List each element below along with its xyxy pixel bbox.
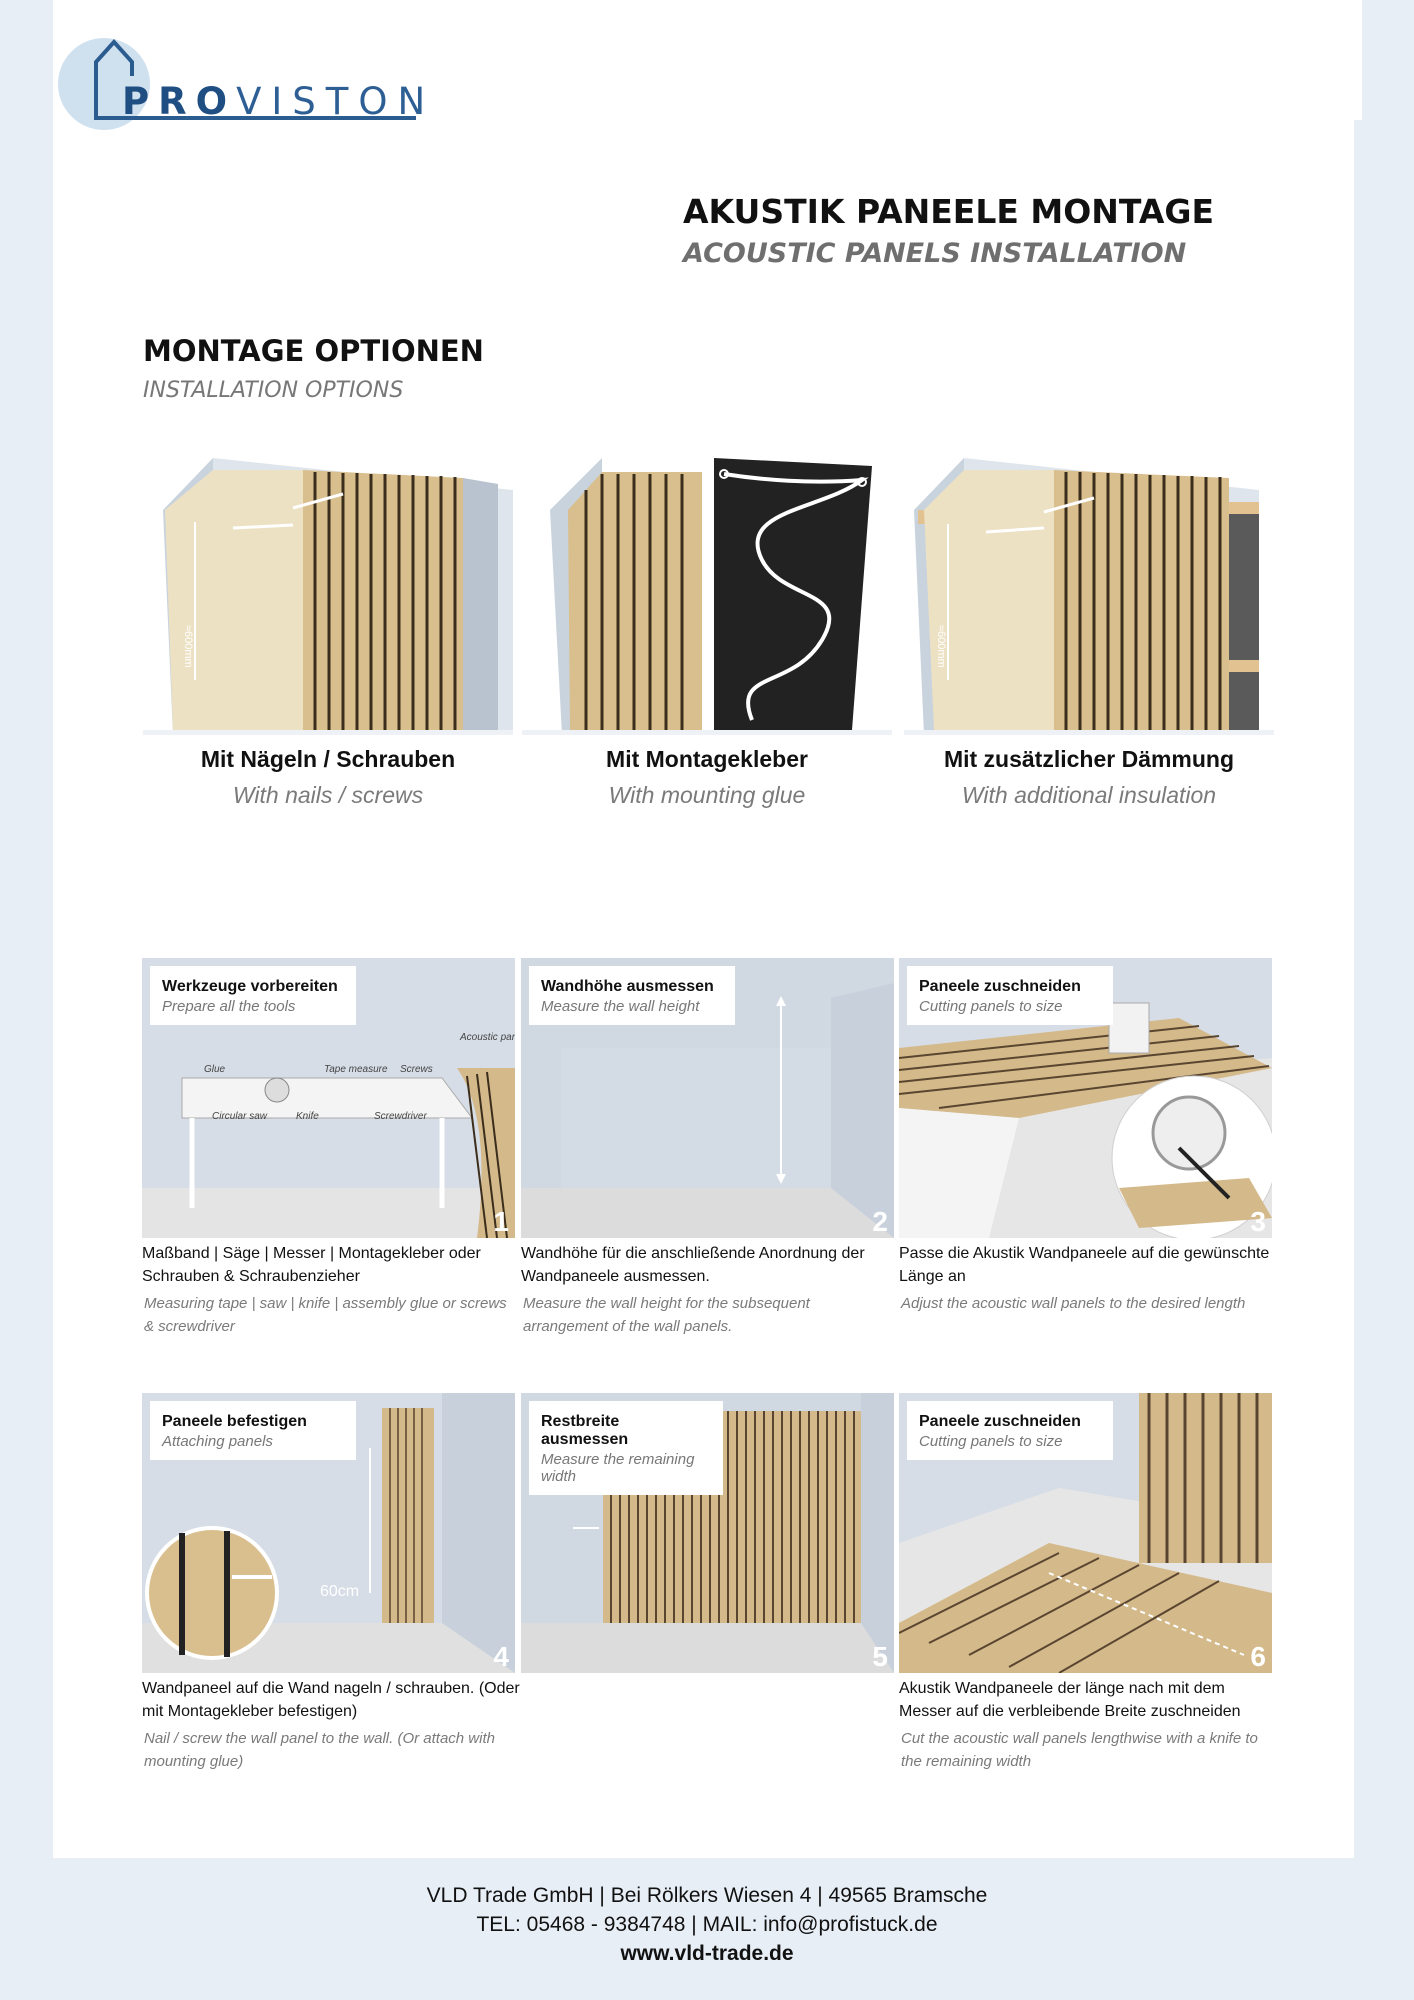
option-sublabel: With nails / screws xyxy=(232,782,424,808)
step-description-de: Akustik Wandpaneele der länge nach mit d… xyxy=(899,1680,1241,1720)
footer-address: VLD Trade GmbH | Bei Rölkers Wiesen 4 | … xyxy=(426,1884,988,1907)
step-description-en: Adjust the acoustic wall panels to the d… xyxy=(901,1295,1246,1312)
step-title-en: Prepare all the tools xyxy=(162,998,296,1015)
tool-label-knife: Knife xyxy=(296,1111,319,1122)
tool-label-glue: Glue xyxy=(204,1064,226,1075)
step-caption-box: Wandhöhe ausmessen Measure the wall heig… xyxy=(529,966,735,1025)
logo-underline xyxy=(94,116,416,120)
step-title: Paneele befestigen xyxy=(162,1413,307,1430)
section-title: MONTAGE OPTIONEN xyxy=(143,334,484,368)
step-caption-box: Werkzeuge vorbereiten Prepare all the to… xyxy=(150,966,356,1025)
step-description-de: Passe die Akustik Wandpaneele auf die ge… xyxy=(899,1245,1270,1285)
footer-website[interactable]: www.vld-trade.de xyxy=(620,1942,794,1965)
step-number: 3 xyxy=(1250,1206,1266,1237)
step-title: Restbreite ausmessen xyxy=(541,1413,629,1448)
step-illustration: 60cm Paneele befestigen Attaching panels… xyxy=(142,1393,515,1673)
step-number: 5 xyxy=(872,1641,888,1672)
step-title-en: Measure the wall height xyxy=(541,998,700,1015)
spacing-label: 60cm xyxy=(320,1583,359,1600)
insulation-illustration: ≈600mm xyxy=(904,458,1274,735)
tool-label-screwdriver: Screwdriver xyxy=(374,1111,427,1122)
option-sublabel: With mounting glue xyxy=(608,782,806,808)
step-title: Paneele zuschneiden xyxy=(919,978,1081,995)
option-insulation: ≈600mm Mit zusätzlicher Dämmung With add… xyxy=(904,450,1274,808)
dimension-label: ≈600mm xyxy=(935,625,947,668)
step-illustration: Glue Tape measure Screws Circular saw Kn… xyxy=(142,958,515,1238)
step-description-en: Nail / screw the wall panel to the wall.… xyxy=(144,1730,495,1770)
background-strip xyxy=(1354,120,1414,1860)
option-label: Mit Montagekleber xyxy=(606,746,808,772)
option-sublabel: With additional insulation xyxy=(961,782,1217,808)
step-number: 4 xyxy=(493,1641,509,1672)
step-description-de: Maßband | Säge | Messer | Montagekleber … xyxy=(142,1245,481,1285)
step-illustration: Paneele zuschneiden Cutting panels to si… xyxy=(899,958,1272,1238)
option-glue: Mit Montagekleber With mounting glue xyxy=(522,450,892,808)
glue-illustration xyxy=(522,458,892,735)
step-caption-box: Paneele zuschneiden Cutting panels to si… xyxy=(907,966,1113,1025)
step-description-de: Wandhöhe für die anschließende Anordnung… xyxy=(521,1245,865,1285)
footer-contact: TEL: 05468 - 9384748 | MAIL: info@profis… xyxy=(476,1913,938,1936)
logo-text-bold: PRO xyxy=(122,80,237,123)
brand-logo: PROVISTON xyxy=(58,36,428,132)
step-title: Werkzeuge vorbereiten xyxy=(162,978,338,995)
background-wedge xyxy=(0,520,53,1860)
step-description-de: Wandpaneel auf die Wand nageln / schraub… xyxy=(142,1680,520,1720)
step-title-en: Cutting panels to size xyxy=(919,998,1063,1015)
logo-text: PROVISTON xyxy=(122,80,435,123)
tool-label-screws: Screws xyxy=(400,1064,433,1075)
logo-text-light: VISTON xyxy=(236,80,436,123)
step-title: Wandhöhe ausmessen xyxy=(541,978,714,995)
tool-label-saw: Circular saw xyxy=(212,1111,268,1122)
section-subtitle: INSTALLATION OPTIONS xyxy=(143,378,404,403)
step-description-en: Measuring tape | saw | knife | assembly … xyxy=(144,1295,507,1335)
step-title-en: Attaching panels xyxy=(162,1433,273,1450)
step-illustration: Restbreite ausmessen Measure the remaini… xyxy=(521,1393,894,1673)
step-illustration: Wandhöhe ausmessen Measure the wall heig… xyxy=(521,958,894,1238)
step-description-en: Measure the wall height for the subseque… xyxy=(523,1295,810,1335)
step-description-en: Cut the acoustic wall panels lengthwise … xyxy=(901,1730,1258,1770)
option-label: Mit Nägeln / Schrauben xyxy=(200,746,456,772)
step-number: 6 xyxy=(1250,1641,1266,1672)
step-caption-box: Paneele befestigen Attaching panels xyxy=(150,1401,356,1460)
step-title: Paneele zuschneiden xyxy=(919,1413,1081,1430)
option-label: Mit zusätzlicher Dämmung xyxy=(943,746,1235,772)
step-title-en: Cutting panels to size xyxy=(919,1433,1063,1450)
dimension-label: ≈600mm xyxy=(182,625,194,668)
house-icon xyxy=(94,39,134,116)
tool-label-tape: Tape measure xyxy=(324,1064,388,1075)
step-number: 1 xyxy=(493,1206,509,1237)
page-title: AKUSTIK PANEELE MONTAGE xyxy=(683,192,1215,231)
step-caption-box: Restbreite ausmessen Measure the remaini… xyxy=(529,1401,723,1495)
step-number: 2 xyxy=(872,1206,888,1237)
option-nails: ≈600mm Mit Nägeln / Schrauben With nails… xyxy=(143,450,513,808)
step-caption-box: Paneele zuschneiden Cutting panels to si… xyxy=(907,1401,1113,1460)
nails-illustration: ≈600mm xyxy=(143,458,513,735)
tool-label-panels: Acoustic panels xyxy=(459,1032,515,1043)
step-title-en: Measure the remaining width xyxy=(541,1451,695,1485)
step-illustration: Paneele zuschneiden Cutting panels to si… xyxy=(899,1393,1272,1673)
page-subtitle: ACOUSTIC PANELS INSTALLATION xyxy=(683,238,1187,269)
